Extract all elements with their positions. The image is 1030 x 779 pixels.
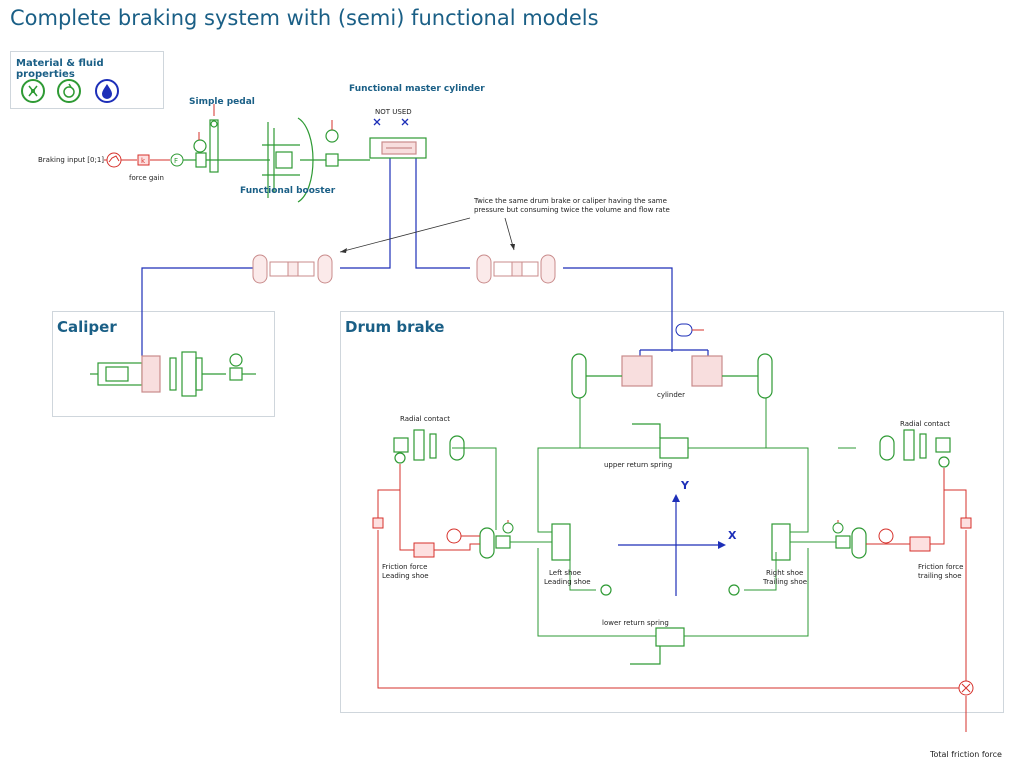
trailing-friction-block (910, 537, 930, 551)
master-cylinder (370, 138, 426, 158)
right-shoe-label: Right shoe (766, 569, 803, 578)
braking-input-label: Braking input [0;1] (38, 156, 104, 165)
friction-trailing-sublabel: trailing shoe (918, 572, 962, 581)
total-friction-label: Total friction force (930, 750, 1002, 759)
left-shoe-label: Left shoe (549, 569, 581, 578)
note-line-1: Twice the same drum brake or caliper hav… (474, 197, 667, 206)
functional-master-cylinder-label: Functional master cylinder (349, 84, 485, 94)
friction-trailing-label: Friction force (918, 563, 963, 572)
left-shoe-sublabel: Leading shoe (544, 578, 591, 587)
svg-text:F: F (174, 157, 178, 165)
hydraulic-splitter-left (253, 255, 332, 283)
note-arrows (340, 218, 514, 252)
lower-return-spring-label: lower return spring (602, 619, 669, 628)
hydraulic-splitter-right (477, 255, 555, 283)
radial-contact-right-label: Radial contact (900, 420, 950, 429)
friction-leading-sublabel: Leading shoe (382, 572, 429, 581)
cylinder-label: cylinder (657, 391, 685, 400)
simple-pedal-label: Simple pedal (189, 97, 255, 107)
friction-leading-label: Friction force (382, 563, 427, 572)
wheel-cylinder (622, 356, 722, 386)
caliper-assembly (90, 352, 256, 396)
note-line-2: pressure but consuming twice the volume … (474, 206, 670, 215)
friction-signal-network (378, 464, 966, 732)
radial-contact-left-label: Radial contact (400, 415, 450, 424)
axis-x-label: X (728, 529, 736, 542)
axes (618, 498, 722, 596)
upper-return-spring-label: upper return spring (604, 461, 672, 470)
pressure-sensor (676, 324, 692, 336)
leading-friction-block (414, 543, 434, 557)
drum-mechanical-links (452, 398, 856, 636)
right-shoe-sublabel: Trailing shoe (763, 578, 807, 587)
hydraulic-lines (142, 158, 708, 356)
axis-y-label: Y (681, 479, 689, 492)
functional-booster-label: Functional booster (240, 186, 335, 196)
not-used-label: NOT USED (375, 108, 412, 117)
force-gain-label: force gain (129, 174, 164, 183)
